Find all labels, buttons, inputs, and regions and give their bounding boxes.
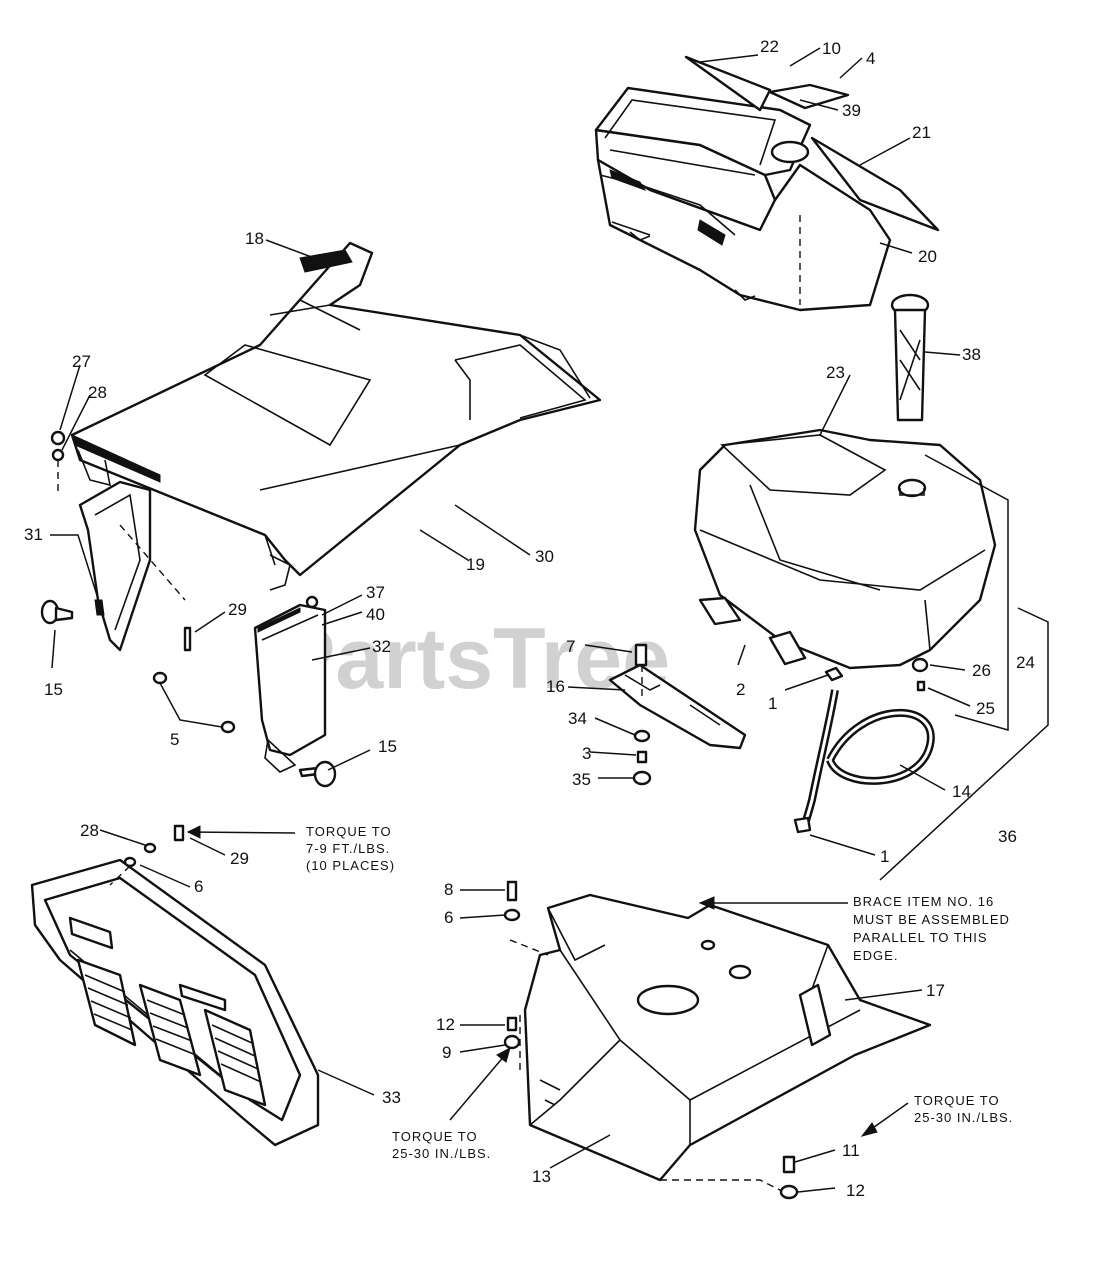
hood — [70, 241, 602, 591]
label-28-hood: 28 — [88, 383, 107, 402]
label-33: 33 — [382, 1088, 401, 1107]
part-number-labels: 22 10 4 39 21 20 18 27 28 31 19 30 29 37… — [24, 37, 1035, 1200]
label-24: 24 — [1016, 653, 1035, 672]
label-31: 31 — [24, 525, 43, 544]
grille-fasteners — [109, 824, 185, 886]
label-12-lower: 12 — [846, 1181, 865, 1200]
side-bracket-left — [78, 480, 186, 652]
label-17: 17 — [926, 981, 945, 1000]
svg-text:EDGE.: EDGE. — [853, 948, 898, 963]
label-40: 40 — [366, 605, 385, 624]
label-15-right: 15 — [378, 737, 397, 756]
leader-lines — [50, 47, 971, 1193]
watermark: PartsTree — [278, 611, 670, 707]
label-29-bracket: 29 — [228, 600, 247, 619]
label-11: 11 — [842, 1141, 860, 1160]
label-20: 20 — [918, 247, 937, 266]
label-14: 14 — [952, 782, 971, 801]
bolt-left — [40, 599, 74, 625]
label-26: 26 — [972, 661, 991, 680]
brace — [608, 643, 747, 786]
label-9: 9 — [442, 1043, 451, 1062]
note-torque-grille: TORQUE TO 7-9 FT./LBS. (10 PLACES) — [306, 824, 395, 873]
label-22: 22 — [760, 37, 779, 56]
label-8: 8 — [444, 880, 453, 899]
air-shroud — [594, 55, 940, 312]
label-10: 10 — [822, 39, 841, 58]
assembly-brackets — [879, 454, 1049, 881]
label-32: 32 — [372, 637, 391, 656]
svg-text:TORQUE TO: TORQUE TO — [914, 1093, 1000, 1108]
tank-hardware — [824, 657, 929, 692]
note-torque-right: TORQUE TO 25-30 IN./LBS. — [914, 1093, 1013, 1125]
label-34: 34 — [568, 709, 587, 728]
label-21: 21 — [912, 123, 931, 142]
label-23: 23 — [826, 363, 845, 382]
label-15-left: 15 — [44, 680, 63, 699]
label-30: 30 — [535, 547, 554, 566]
label-25: 25 — [976, 699, 995, 718]
fuel-line — [793, 689, 935, 834]
bolt-right — [298, 760, 337, 788]
label-29-grille: 29 — [230, 849, 249, 868]
label-13: 13 — [532, 1167, 551, 1186]
label-5: 5 — [170, 730, 179, 749]
frame-fasteners — [503, 880, 799, 1200]
svg-text:BRACE ITEM NO. 16: BRACE ITEM NO. 16 — [853, 894, 994, 909]
svg-text:(10 PLACES): (10 PLACES) — [306, 858, 395, 873]
fuel-gauge — [890, 293, 930, 422]
svg-text:PARALLEL TO THIS: PARALLEL TO THIS — [853, 930, 988, 945]
svg-text:MUST BE ASSEMBLED: MUST BE ASSEMBLED — [853, 912, 1010, 927]
grille — [30, 858, 320, 1147]
svg-text:TORQUE TO: TORQUE TO — [306, 824, 392, 839]
label-1-upper: 1 — [768, 694, 777, 713]
svg-text:25-30 IN./LBS.: 25-30 IN./LBS. — [392, 1146, 491, 1161]
label-7: 7 — [566, 637, 575, 656]
label-38: 38 — [962, 345, 981, 364]
label-27: 27 — [72, 352, 91, 371]
tank-pads — [698, 596, 807, 666]
side-bracket-right — [253, 595, 327, 773]
svg-text:7-9 FT./LBS.: 7-9 FT./LBS. — [306, 841, 390, 856]
label-35: 35 — [572, 770, 591, 789]
label-6-frame: 6 — [444, 908, 453, 927]
hood-fastener — [50, 430, 66, 495]
label-39: 39 — [842, 101, 861, 120]
svg-text:TORQUE TO: TORQUE TO — [392, 1129, 478, 1144]
label-16: 16 — [546, 677, 565, 696]
label-36: 36 — [998, 827, 1017, 846]
label-28-grille: 28 — [80, 821, 99, 840]
note-torque-left: TORQUE TO 25-30 IN./LBS. — [392, 1129, 491, 1161]
note-brace: BRACE ITEM NO. 16 MUST BE ASSEMBLED PARA… — [853, 894, 1010, 963]
fuel-tank — [693, 428, 997, 670]
label-37: 37 — [366, 583, 385, 602]
label-18: 18 — [245, 229, 264, 248]
svg-text:25-30 IN./LBS.: 25-30 IN./LBS. — [914, 1110, 1013, 1125]
label-1-lower: 1 — [880, 847, 889, 866]
label-19: 19 — [466, 555, 485, 574]
frame — [509, 893, 932, 1196]
label-6-grille: 6 — [194, 877, 203, 896]
label-3: 3 — [582, 744, 591, 763]
label-12-upper: 12 — [436, 1015, 455, 1034]
label-2: 2 — [736, 680, 745, 699]
label-4: 4 — [866, 49, 875, 68]
bracket-fasteners — [152, 626, 236, 734]
